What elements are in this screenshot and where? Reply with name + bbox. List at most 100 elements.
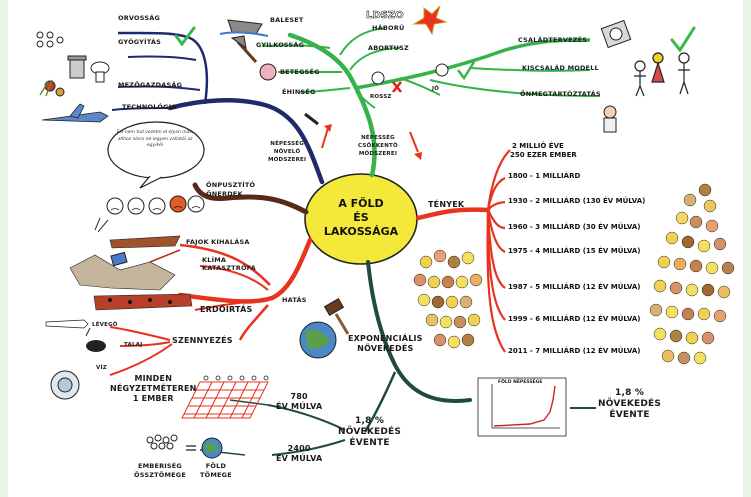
crops-icon bbox=[39, 79, 65, 97]
axe-icon bbox=[230, 35, 258, 64]
branch-increase-gyogyitas bbox=[127, 55, 197, 61]
label-mezogazdasag: MEZŐGAZDASÁG bbox=[118, 81, 183, 89]
label-earth-mass: FÖLD TÖMEGE bbox=[200, 462, 232, 479]
branch-impact-fajok bbox=[179, 243, 271, 286]
war-icon: LDSZO bbox=[366, 5, 448, 36]
label-hatas: HATÁS bbox=[282, 296, 307, 304]
label-fajok-kihalasa: FAJOK KIHALÁSA bbox=[186, 238, 250, 246]
label-ehinseg: ÉHINSÉG bbox=[282, 88, 316, 96]
check-icon bbox=[174, 26, 196, 47]
cross-icon bbox=[392, 81, 402, 93]
crowd-faces-cluster-2 bbox=[413, 249, 483, 349]
branch-increase bbox=[167, 98, 325, 185]
label-decrease-methods: NÉPESSÉG CSÖKKENTŐ MÓDSZEREI bbox=[358, 135, 398, 157]
label-rossz: ROSSZ bbox=[370, 94, 392, 100]
hammer-globe-icon bbox=[299, 297, 350, 359]
branch-people-to-grid bbox=[229, 399, 269, 406]
population-graph bbox=[477, 377, 567, 437]
branch-decrease-ehinseg bbox=[299, 87, 351, 93]
fact-2-million-years: 2 MILLIÓ ÉVE bbox=[512, 142, 564, 150]
center-title-line1: A FÖLD bbox=[338, 197, 384, 210]
branch-decrease-kiscsalad bbox=[469, 67, 591, 72]
family-icon bbox=[634, 52, 690, 97]
label-exponential-growth: EXPONENCIÁLIS NÖVEKEDÉS bbox=[348, 334, 423, 353]
branch-increase-technologia bbox=[111, 107, 173, 111]
branch-facts bbox=[415, 207, 491, 221]
label-growth-yearly: 1,8 % NÖVEKEDÉS ÉVENTE bbox=[338, 416, 402, 448]
contraceptive-icon bbox=[600, 19, 632, 49]
label-gyilkossag: GYILKOSSÁG bbox=[256, 41, 305, 49]
label-talaj: TALAJ bbox=[124, 342, 143, 348]
equals-sign bbox=[186, 445, 196, 451]
arrow-up bbox=[321, 127, 329, 149]
pills-icon bbox=[36, 31, 64, 48]
deforestation-icon bbox=[93, 293, 193, 311]
branch-exponential-growth bbox=[363, 371, 397, 433]
crowd-icon bbox=[146, 434, 178, 450]
fact-250-thousand: 250 EZER EMBER bbox=[510, 151, 577, 159]
branch-decrease-abortusz bbox=[349, 47, 401, 71]
label-betegseg: BETEGSÉG bbox=[280, 68, 320, 76]
label-baleset: BALESET bbox=[270, 16, 304, 24]
branch-decrease-haboru bbox=[339, 27, 386, 56]
label-gyogyitas: GYÓGYÍTÁS bbox=[118, 38, 161, 46]
branch-impact-klima bbox=[199, 265, 269, 291]
fact-1800: 1800 - 1 MILLIÁRD bbox=[508, 172, 581, 180]
label-abortusz: ABORTUSZ bbox=[368, 44, 409, 52]
label-klima: KLÍMA KATASZTRÓFA bbox=[202, 256, 256, 272]
fact-1987: 1987 - 5 MILLIÁRD (12 ÉV MÚLVA) bbox=[508, 283, 641, 291]
branch-impact-szenny bbox=[238, 304, 269, 341]
check-icon-2 bbox=[457, 61, 476, 81]
center-title: A FÖLD ÉS LAKOSSÁGA bbox=[305, 172, 417, 264]
branch-decrease-onmegtart bbox=[429, 79, 601, 97]
branch-decrease-right bbox=[355, 38, 591, 90]
fact-1960: 1960 - 3 MILLIÁRD (30 ÉV MÚLVA) bbox=[508, 223, 641, 231]
monk-icon bbox=[603, 105, 617, 133]
toilet-icon bbox=[90, 61, 110, 83]
branch-impact-erdo bbox=[194, 299, 263, 311]
branch-increase-mezogazdasag bbox=[117, 85, 201, 91]
label-780-years: 780 ÉV MÚLVA bbox=[276, 392, 323, 411]
earth-icon bbox=[201, 437, 223, 459]
label-2400-years: 2400 ÉV MÚLVA bbox=[276, 444, 323, 463]
branch-decrease-rossz bbox=[355, 91, 376, 109]
branch-exponential bbox=[366, 260, 472, 403]
graph-title: FÖLD NÉPESSÉGE bbox=[498, 380, 543, 385]
label-jo: JÓ bbox=[432, 86, 440, 92]
facts-fan bbox=[486, 149, 511, 353]
crowd-faces-cluster bbox=[649, 183, 735, 365]
air-plane-pollution-icon bbox=[45, 319, 89, 329]
people-per-sqm-grid bbox=[181, 381, 269, 419]
branch-decrease-jo bbox=[399, 77, 441, 96]
center-title-line2: ÉS bbox=[353, 211, 369, 224]
branch-impact-talaj bbox=[119, 341, 171, 347]
branch-self-destruct bbox=[192, 182, 309, 215]
branch-decrease-gyilkossag bbox=[261, 44, 331, 49]
fact-1930: 1930 - 2 MILLIÁRD (130 ÉV MÚLVA) bbox=[508, 197, 646, 205]
branch-impact-levego bbox=[109, 326, 171, 341]
trash-can-icon bbox=[67, 55, 87, 79]
label-szennyezes: SZENNYEZÉS bbox=[172, 336, 233, 345]
label-levego: LÉVEGŐ bbox=[92, 322, 118, 328]
label-viz: VÍZ bbox=[96, 365, 107, 371]
check-icon-3 bbox=[670, 26, 696, 53]
branch-impact-viz bbox=[109, 343, 173, 376]
speech-bubble-text: Fel nem tud vezetni el olyan más, ahhoz … bbox=[116, 130, 194, 148]
label-kiscsalad: KISCSALÁD MODELL bbox=[522, 64, 599, 72]
climate-disaster-icon bbox=[69, 249, 181, 291]
fact-1975: 1975 - 4 MILLIÁRD (15 ÉV MÚLVA) bbox=[508, 247, 641, 255]
label-increase-methods: NÉPESSÉG NÖVELŐ MÓDSZEREI bbox=[268, 141, 307, 163]
label-technologia: TECHNOLÓGIA bbox=[122, 103, 177, 111]
bone-icon bbox=[304, 112, 319, 126]
branch-exponential-780 bbox=[267, 404, 346, 431]
water-pollution-icon bbox=[50, 370, 80, 400]
label-haboru: HÁBORÚ bbox=[372, 24, 405, 32]
branch-increase-orvossag bbox=[117, 31, 209, 105]
sick-face-icon bbox=[259, 63, 277, 81]
svg-text:LDSZO: LDSZO bbox=[366, 10, 404, 21]
label-tenyek: TÉNYEK bbox=[428, 200, 465, 209]
unhappy-faces bbox=[106, 195, 205, 215]
branch-exponential-2400 bbox=[271, 439, 346, 456]
label-per-sqm: MINDEN NÉGYZETMÉTEREN 1 EMBER bbox=[110, 374, 197, 403]
